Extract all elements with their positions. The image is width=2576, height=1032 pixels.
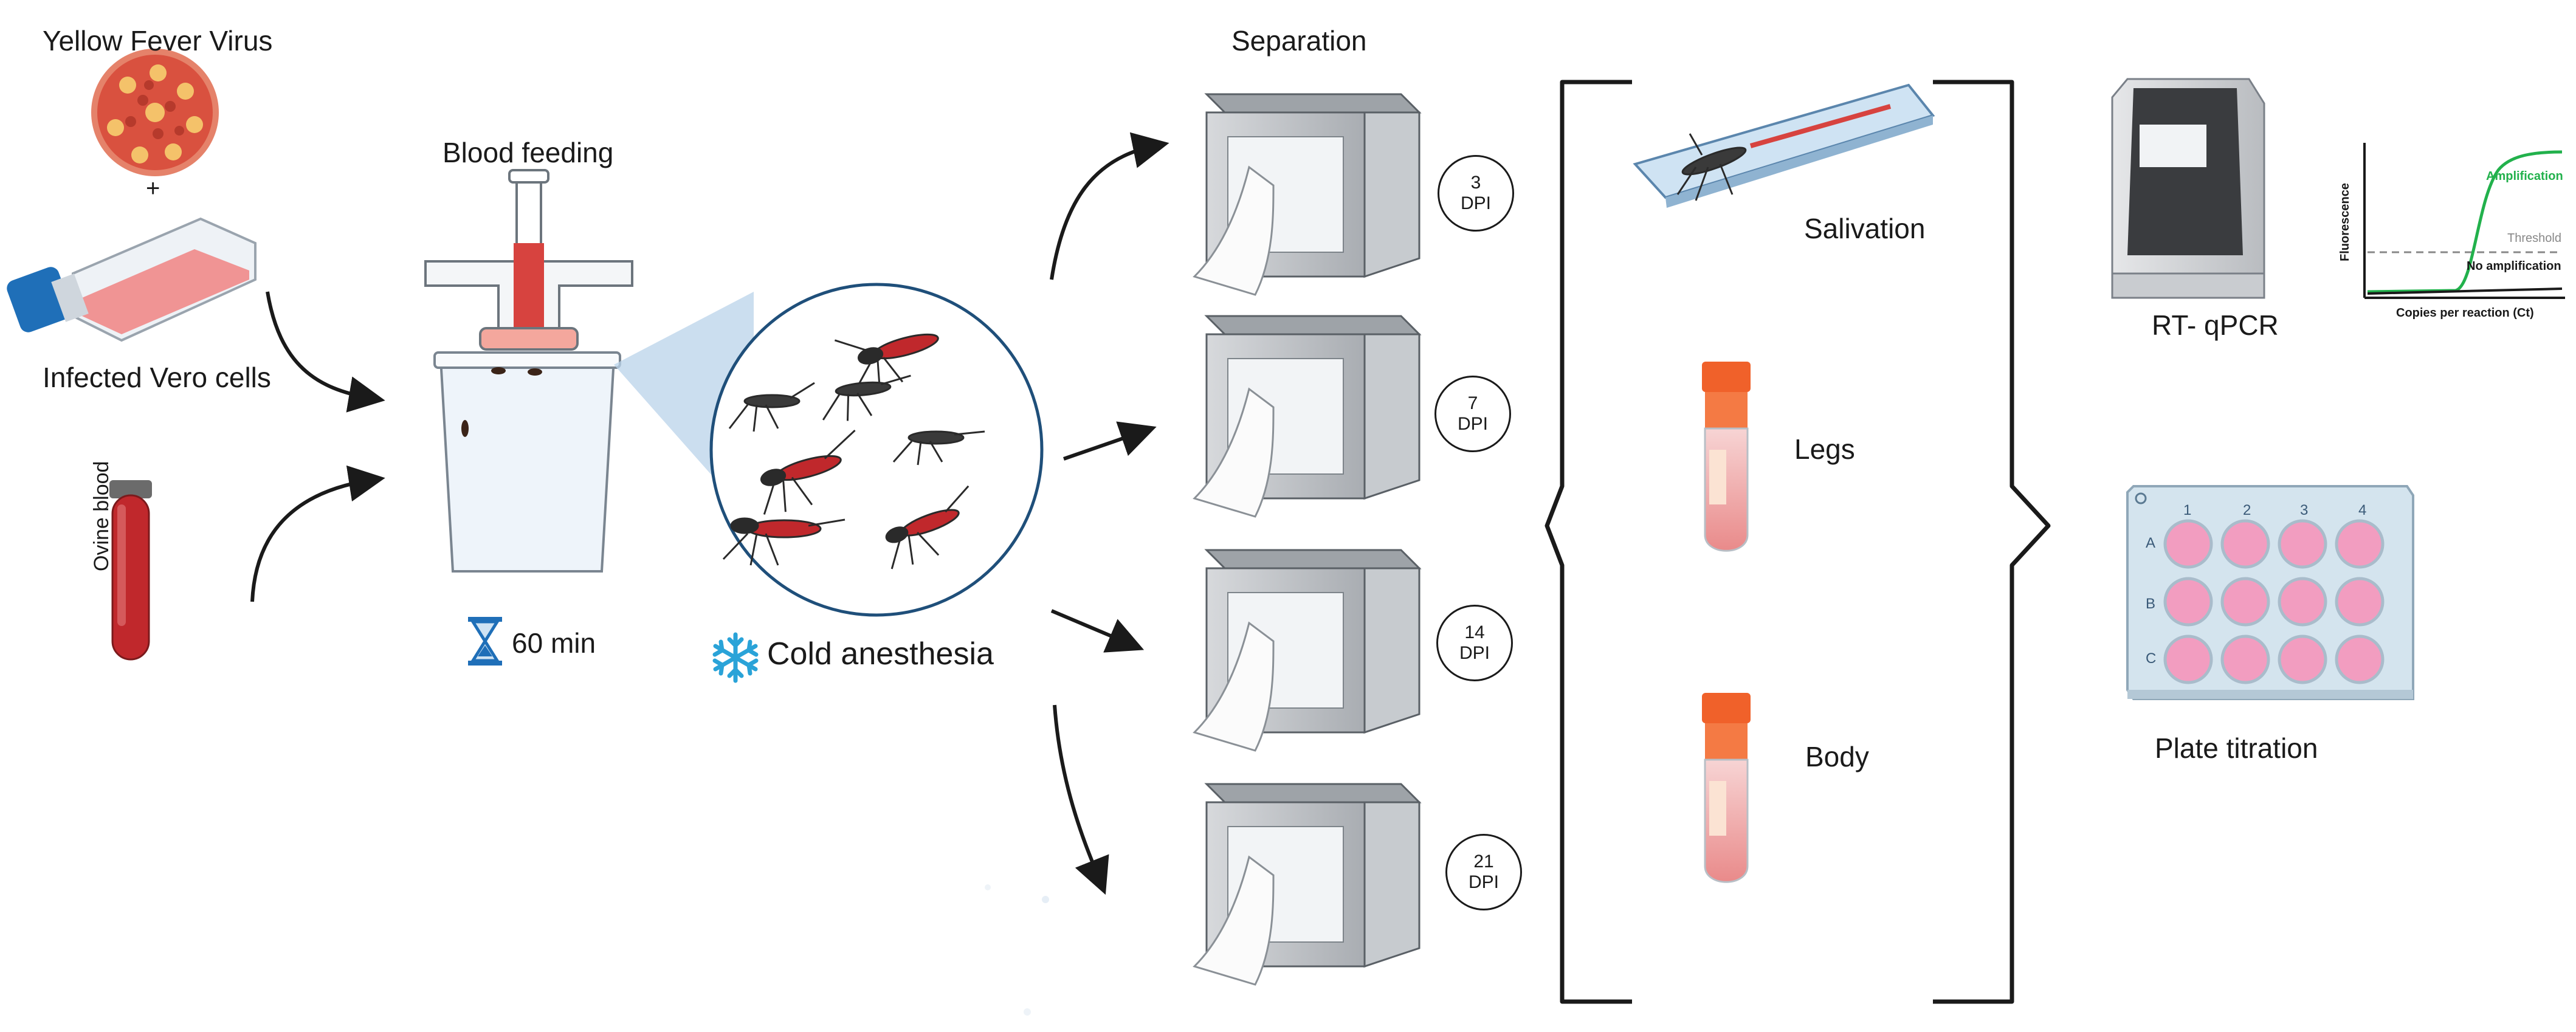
plate-row-label: B — [2146, 596, 2156, 612]
plate-well — [2163, 519, 2213, 569]
dpi-unit: DPI — [1460, 193, 1491, 213]
plot-ylabel: Fluorescence — [2338, 183, 2352, 261]
label-body: Body — [1805, 741, 1869, 772]
cage-7dpi — [1193, 315, 1422, 518]
arrow-to-cage-3dpi — [1050, 132, 1169, 280]
label-blood-feeding: Blood feeding — [443, 137, 614, 168]
label-separation: Separation — [1231, 25, 1367, 57]
plate-col-label: 3 — [2300, 502, 2309, 518]
plate-col-label: 1 — [2183, 502, 2192, 518]
left-brace — [1545, 80, 1632, 1004]
plate-well — [2278, 519, 2327, 569]
dpi-day: 3 — [1470, 172, 1481, 193]
dpi-day: 14 — [1464, 622, 1485, 642]
dpi-badge-7: 7 DPI — [1434, 376, 1511, 452]
hourglass-icon — [468, 617, 502, 666]
plate-well — [2163, 577, 2213, 627]
plot-xlabel: Copies per reaction (Ct) — [2396, 306, 2534, 320]
plot-no-amplification-label: No amplification — [2467, 260, 2561, 273]
arrow-to-cage-21dpi — [1053, 704, 1109, 895]
arrow-flask-to-feeder — [266, 291, 385, 413]
cage-14dpi — [1193, 549, 1422, 752]
plate-well — [2335, 635, 2385, 684]
plate-well — [2220, 519, 2270, 569]
label-plate-titration: Plate titration — [2155, 732, 2318, 764]
arrow-to-cage-7dpi — [1063, 421, 1157, 461]
amplification-curve — [2367, 150, 2563, 294]
dpi-badge-3: 3 DPI — [1438, 155, 1514, 232]
qpcr-machine-icon — [2111, 78, 2265, 299]
plate-well — [2335, 577, 2385, 627]
label-salivation: Salivation — [1804, 213, 1926, 244]
plot-threshold-label: Threshold — [2507, 232, 2561, 245]
salivation-slide-icon — [1633, 83, 1935, 208]
legs-tube-icon — [1702, 362, 1751, 552]
mosquito-zoom-circle — [709, 283, 1044, 617]
label-ovine-blood: Ovine blood — [90, 461, 113, 571]
dpi-unit: DPI — [1459, 643, 1490, 663]
blood-tube-icon — [109, 480, 152, 661]
virus-icon — [91, 49, 219, 176]
plate-well — [2278, 635, 2327, 684]
dpi-unit: DPI — [1468, 872, 1499, 892]
dpi-day: 21 — [1473, 851, 1494, 872]
dpi-badge-21: 21 DPI — [1445, 834, 1522, 910]
dpi-day: 7 — [1467, 393, 1478, 413]
label-duration: 60 min — [512, 627, 596, 659]
plate-row-label: C — [2146, 650, 2157, 667]
plate-wells — [2163, 519, 2385, 684]
plate-well — [2163, 635, 2213, 684]
label-infected-vero-cells: Infected Vero cells — [43, 362, 271, 393]
arrow-blood-to-feeder — [250, 465, 385, 602]
plate-well — [2220, 577, 2270, 627]
dpi-unit: DPI — [1457, 414, 1488, 434]
plate-well — [2220, 635, 2270, 684]
cage-3dpi — [1193, 93, 1422, 296]
plate-row-label: A — [2146, 535, 2156, 551]
label-yellow-fever-virus: Yellow Fever Virus — [43, 25, 273, 57]
dpi-badge-14: 14 DPI — [1436, 605, 1513, 681]
no-amplification-curve — [2367, 287, 2563, 295]
cage-21dpi — [1193, 783, 1422, 986]
label-rt-qpcr: RT- qPCR — [2152, 309, 2279, 341]
cell-flask-icon — [7, 217, 257, 342]
plot-amplification-label: Amplification — [2486, 170, 2563, 183]
plate-icon — [2126, 485, 2414, 700]
label-plus: + — [146, 175, 160, 202]
label-cold-anesthesia: Cold anesthesia — [767, 636, 994, 672]
blood-feeder-icon — [424, 169, 633, 573]
plate-col-label: 2 — [2243, 502, 2251, 518]
plate-well — [2335, 519, 2385, 569]
arrow-to-cage-14dpi — [1050, 609, 1145, 653]
amplification-plot — [2363, 143, 2565, 299]
plate-col-label: 4 — [2358, 502, 2367, 518]
right-brace — [1933, 80, 2051, 1004]
body-tube-icon — [1702, 693, 1751, 883]
plate-well — [2278, 577, 2327, 627]
snowflake-icon — [712, 632, 759, 683]
label-legs: Legs — [1794, 433, 1855, 465]
